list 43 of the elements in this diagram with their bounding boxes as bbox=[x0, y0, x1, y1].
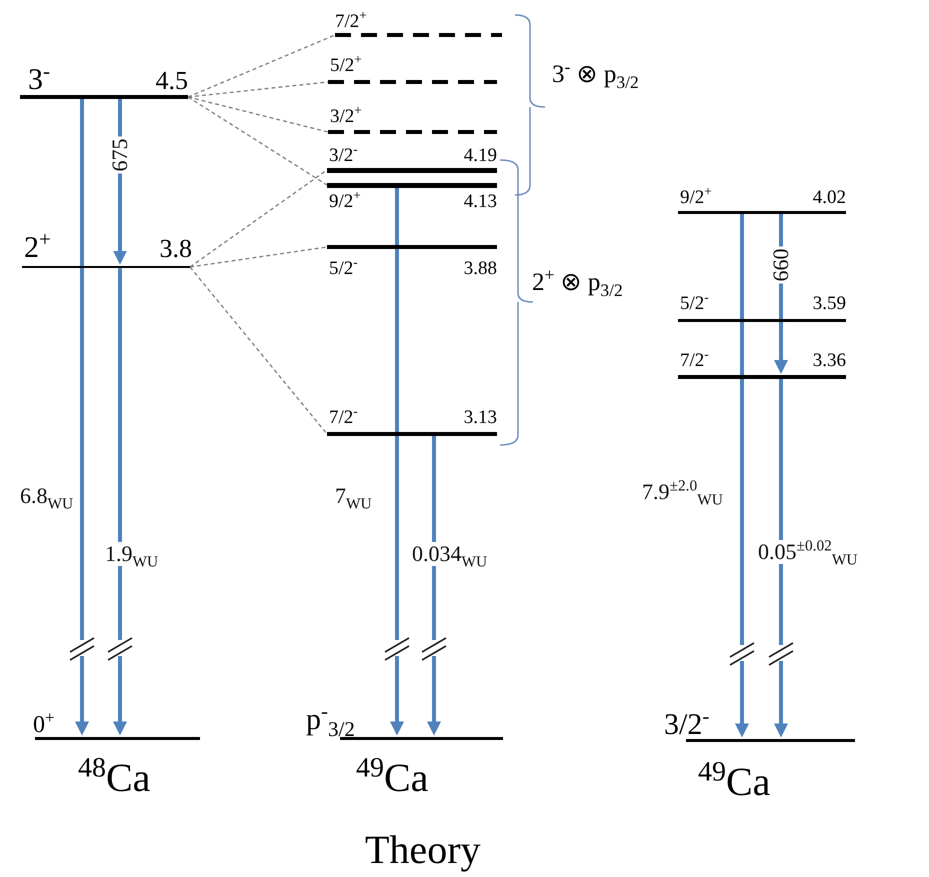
spin-parity-label: 5/2$^{-}$ bbox=[329, 258, 358, 278]
spin-parity-label: 5/2$^{+}$ bbox=[330, 56, 362, 75]
energy-value: 4.5 bbox=[156, 68, 188, 94]
configuration-label: 3$^{-}$ ⊗ p$_{3/2}$ bbox=[552, 62, 639, 87]
spin-parity-label: 0$^{+}$ bbox=[33, 712, 54, 737]
spin-parity-label: 7/2$^{-}$ bbox=[680, 350, 709, 370]
transition-arrow bbox=[390, 188, 404, 736]
correlation-line bbox=[190, 169, 328, 268]
spin-parity-label: 9/2$^{+}$ bbox=[680, 188, 712, 207]
spin-parity-label: 9/2$^{+}$ bbox=[329, 192, 361, 211]
transition-arrow bbox=[427, 436, 441, 736]
energy-value: 3.8 bbox=[160, 236, 192, 262]
spin-parity-label: 3/2$^{-}$ bbox=[664, 710, 710, 740]
spin-parity-label: 5/2$^{-}$ bbox=[680, 294, 709, 313]
theory-label: Theory bbox=[365, 830, 481, 870]
spin-parity-label: 7/2$^{+}$ bbox=[335, 12, 367, 31]
transition-arrow bbox=[735, 214, 749, 738]
nuclide-label: $^{49}$Ca bbox=[356, 758, 428, 798]
energy-value: 4.19 bbox=[464, 146, 497, 165]
correlation-line bbox=[190, 246, 328, 268]
energy-value: 3.36 bbox=[812, 350, 846, 370]
correlation-line bbox=[188, 81, 328, 98]
nuclide-label: $^{48}$Ca bbox=[78, 758, 150, 798]
transition-arrow bbox=[774, 379, 788, 738]
spin-parity-label: 3/2$^{-}$ bbox=[329, 146, 358, 165]
energy-value: 3.59 bbox=[812, 294, 846, 313]
spin-parity-label: 2$^{+}$ bbox=[24, 232, 51, 262]
correlation-line bbox=[188, 96, 328, 133]
spin-parity-label: 7/2$^{-}$ bbox=[329, 408, 358, 427]
correlation-line bbox=[188, 34, 336, 98]
spin-parity-label: 3/2$^{+}$ bbox=[330, 106, 362, 126]
correlation-line bbox=[190, 266, 328, 434]
transition-strength-label: 0.034$_{WU}$ bbox=[410, 542, 490, 566]
energy-value: 4.13 bbox=[464, 192, 497, 211]
spin-parity-label: 3$^{-}$ bbox=[28, 64, 50, 94]
nuclide-label: $^{49}$Ca bbox=[698, 762, 770, 802]
energy-value: 3.13 bbox=[464, 408, 497, 427]
transition-arrow bbox=[75, 99, 89, 736]
transition-arrow bbox=[113, 268, 127, 736]
correlation-line bbox=[188, 96, 328, 186]
energy-value: 3.88 bbox=[464, 258, 497, 278]
configuration-label: 2$^{+}$ ⊗ p$_{3/2}$ bbox=[532, 270, 623, 295]
energy-value: 4.02 bbox=[812, 188, 846, 207]
